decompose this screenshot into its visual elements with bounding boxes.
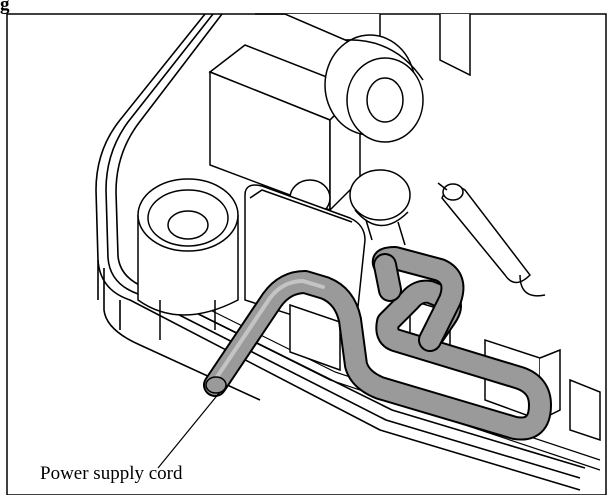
figure-label: g bbox=[0, 0, 10, 15]
cord-grommet bbox=[137, 178, 239, 340]
cylinder-capacitor bbox=[437, 182, 546, 297]
disc-capacitor bbox=[349, 169, 411, 246]
toroid-coil bbox=[324, 34, 424, 143]
top-boxes bbox=[255, 13, 471, 77]
housing-wall bbox=[95, 13, 586, 491]
power-cord bbox=[203, 246, 552, 441]
callout-leader bbox=[157, 391, 221, 469]
power-cord-callout: Power supply cord bbox=[40, 463, 183, 484]
